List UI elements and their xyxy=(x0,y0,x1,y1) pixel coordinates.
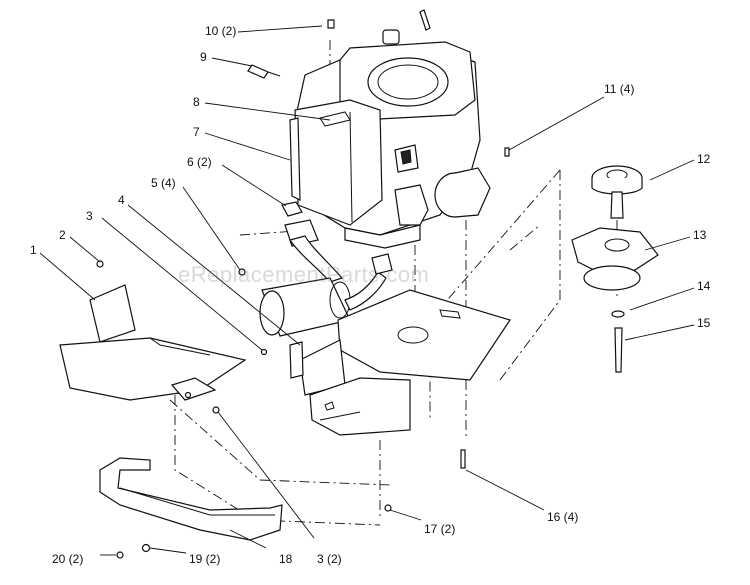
callout-15: 15 xyxy=(697,316,711,330)
callout-3-2: 3 (2) xyxy=(317,552,342,566)
pto-clutch-assembly xyxy=(571,165,659,373)
callout-1: 1 xyxy=(30,243,37,257)
hardware-fasteners xyxy=(184,268,466,512)
callout-14: 14 xyxy=(697,279,711,293)
callout-11: 11 (4) xyxy=(604,82,635,96)
watermark-text: eReplacementParts.com xyxy=(178,262,430,287)
callout-7: 7 xyxy=(193,125,200,139)
callout-6: 6 (2) xyxy=(187,155,212,169)
deflector-shield xyxy=(59,260,247,401)
front-bumper xyxy=(99,457,283,559)
callout-19: 19 (2) xyxy=(189,552,221,566)
callout-3: 3 xyxy=(86,209,93,223)
callout-18: 18 xyxy=(279,552,293,566)
callout-12: 12 xyxy=(697,152,711,166)
callout-16: 16 (4) xyxy=(547,510,579,524)
callout-20: 20 (2) xyxy=(52,552,84,566)
callout-4: 4 xyxy=(118,193,125,207)
leader-lines xyxy=(39,25,695,556)
callout-9: 9 xyxy=(200,50,207,64)
callout-13: 13 xyxy=(693,228,707,242)
engine-assembly xyxy=(247,9,510,249)
exhaust-assembly xyxy=(259,201,393,337)
callout-8: 8 xyxy=(193,95,200,109)
callout-2: 2 xyxy=(59,228,66,242)
callout-17: 17 (2) xyxy=(424,522,456,536)
mounting-plate xyxy=(289,289,511,436)
callout-5: 5 (4) xyxy=(151,176,176,190)
callout-10: 10 (2) xyxy=(205,24,237,38)
